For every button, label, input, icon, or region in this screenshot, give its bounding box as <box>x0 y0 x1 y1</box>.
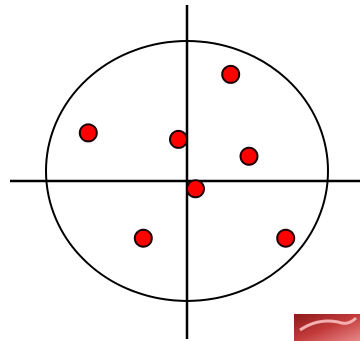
data-point-p2 <box>80 124 97 141</box>
data-point-p6 <box>135 230 152 247</box>
data-point-p7 <box>277 230 294 247</box>
data-point-p4 <box>241 148 258 165</box>
corner-swatch <box>294 314 360 341</box>
data-point-p1 <box>222 66 239 83</box>
data-point-p5 <box>187 180 204 197</box>
data-point-p3 <box>170 131 187 148</box>
